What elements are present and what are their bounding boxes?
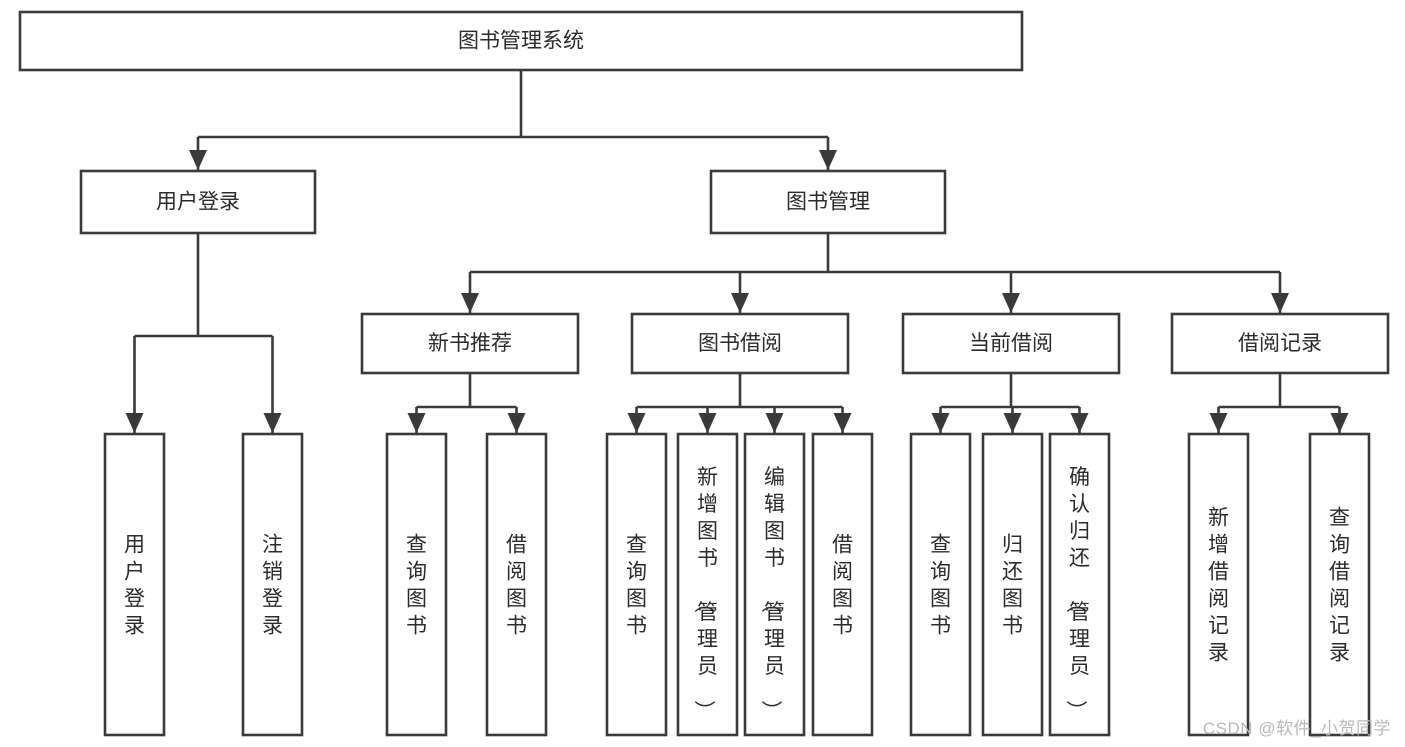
node-leaf-新增借阅记录-11[interactable]: 新增借阅记录 (1187, 432, 1250, 737)
arrow-to-用户登录 (189, 150, 207, 170)
node-leaf-确认归还管理员-10-label: 确认归还（管理员） (1064, 466, 1090, 721)
node-l3-借阅记录[interactable]: 借阅记录 (1170, 312, 1390, 375)
node-l2-用户登录[interactable]: 用户登录 (79, 169, 317, 235)
node-leaf-确认归还管理员-10-rect[interactable] (1048, 432, 1111, 737)
node-l3-新书推荐-rect[interactable] (360, 312, 580, 375)
node-l2-用户登录-rect[interactable] (79, 169, 317, 235)
node-leaf-借阅图书-3-label: 借阅图书 (506, 534, 527, 638)
node-l2-图书管理-label: 图书管理 (786, 191, 870, 214)
arrow-to-图书借阅 (731, 293, 749, 313)
node-leaf-查询借阅记录-12[interactable]: 查询借阅记录 (1308, 432, 1371, 737)
node-leaf-注销登录-1-label: 注销登录 (262, 534, 283, 638)
arrow-to-借阅记录 (1271, 293, 1289, 313)
node-leaf-查询图书-4-label: 查询图书 (626, 534, 647, 638)
node-leaf-编辑图书管理员-6-rect[interactable] (743, 432, 806, 737)
node-leaf-新增图书管理员-5-rect[interactable] (676, 432, 739, 737)
node-l3-图书借阅[interactable]: 图书借阅 (630, 312, 850, 375)
connector-layer (125, 70, 1349, 433)
node-leaf-借阅图书-7-rect[interactable] (811, 432, 874, 737)
node-leaf-用户登录-0[interactable]: 用户登录 (103, 432, 166, 737)
node-leaf-借阅图书-3[interactable]: 借阅图书 (485, 432, 548, 737)
arrow-to-当前借阅 (1002, 293, 1020, 313)
arrow-leaf-新增借阅记录-0 (1209, 413, 1228, 433)
node-l3-借阅记录-label: 借阅记录 (1238, 332, 1322, 355)
node-leaf-查询图书-8-label: 查询图书 (930, 534, 951, 638)
node-leaf-新增图书管理员-5-label: 新增图书（管理员） (692, 466, 718, 721)
arrow-leaf-归还图书-1 (1003, 413, 1022, 433)
node-leaf-归还图书-9-rect[interactable] (981, 432, 1044, 737)
node-leaf-新增借阅记录-11-label: 新增借阅记录 (1208, 507, 1229, 665)
node-layer: 图书管理系统用户登录图书管理新书推荐图书借阅当前借阅借阅记录用户登录注销登录查询… (18, 10, 1390, 737)
node-leaf-注销登录-1-rect[interactable] (241, 432, 304, 737)
node-leaf-查询图书-8[interactable]: 查询图书 (909, 432, 972, 737)
node-leaf-查询图书-2-label: 查询图书 (406, 534, 427, 638)
node-leaf-新增借阅记录-11-rect[interactable] (1187, 432, 1250, 737)
node-leaf-借阅图书-3-rect[interactable] (485, 432, 548, 737)
arrow-to-新书推荐 (461, 293, 479, 313)
node-l3-当前借阅-rect[interactable] (901, 312, 1121, 375)
node-leaf-编辑图书管理员-6-label: 编辑图书（管理员） (759, 466, 785, 721)
node-leaf-归还图书-9-label: 归还图书 (1002, 534, 1023, 638)
node-l3-借阅记录-rect[interactable] (1170, 312, 1390, 375)
node-root-图书管理系统[interactable]: 图书管理系统 (18, 10, 1024, 72)
node-l3-新书推荐[interactable]: 新书推荐 (360, 312, 580, 375)
node-leaf-新增图书管理员-5[interactable]: 新增图书（管理员） (676, 432, 739, 737)
node-l3-新书推荐-label: 新书推荐 (428, 332, 512, 355)
arrow-leaf-借阅图书-3 (833, 413, 852, 433)
node-root-图书管理系统-label: 图书管理系统 (458, 30, 584, 53)
node-leaf-查询图书-2-rect[interactable] (385, 432, 448, 737)
arrow-leaf-注销登录-1 (263, 413, 282, 433)
node-leaf-确认归还管理员-10[interactable]: 确认归还（管理员） (1048, 432, 1111, 737)
node-leaf-注销登录-1[interactable]: 注销登录 (241, 432, 304, 737)
node-leaf-借阅图书-7[interactable]: 借阅图书 (811, 432, 874, 737)
node-leaf-用户登录-0-label: 用户登录 (124, 534, 145, 638)
node-leaf-用户登录-0-rect[interactable] (103, 432, 166, 737)
node-l3-图书借阅-label: 图书借阅 (698, 332, 782, 355)
arrow-leaf-查询借阅记录-1 (1330, 413, 1349, 433)
arrow-leaf-确认归还管理员-2 (1070, 413, 1089, 433)
arrow-leaf-查询图书-0 (407, 413, 426, 433)
arrow-leaf-借阅图书-1 (507, 413, 526, 433)
arrow-leaf-编辑图书管理员-2 (765, 413, 784, 433)
arrow-leaf-用户登录-0 (125, 413, 144, 433)
node-leaf-查询借阅记录-12-label: 查询借阅记录 (1329, 507, 1350, 665)
node-leaf-借阅图书-7-label: 借阅图书 (832, 534, 853, 638)
node-leaf-查询图书-8-rect[interactable] (909, 432, 972, 737)
node-l2-图书管理-rect[interactable] (709, 169, 947, 235)
node-leaf-查询图书-4[interactable]: 查询图书 (605, 432, 668, 737)
node-leaf-归还图书-9[interactable]: 归还图书 (981, 432, 1044, 737)
node-leaf-查询图书-4-rect[interactable] (605, 432, 668, 737)
node-leaf-查询图书-2[interactable]: 查询图书 (385, 432, 448, 737)
node-leaf-编辑图书管理员-6[interactable]: 编辑图书（管理员） (743, 432, 806, 737)
node-l3-当前借阅-label: 当前借阅 (969, 332, 1053, 355)
arrow-leaf-查询图书-0 (627, 413, 646, 433)
node-l2-图书管理[interactable]: 图书管理 (709, 169, 947, 235)
arrow-leaf-新增图书管理员-1 (698, 413, 717, 433)
node-leaf-查询借阅记录-12-rect[interactable] (1308, 432, 1371, 737)
arrow-leaf-查询图书-0 (931, 413, 950, 433)
node-l2-用户登录-label: 用户登录 (156, 191, 240, 214)
node-root-图书管理系统-rect[interactable] (18, 10, 1024, 72)
arrow-to-图书管理 (819, 150, 837, 170)
node-l3-当前借阅[interactable]: 当前借阅 (901, 312, 1121, 375)
node-l3-图书借阅-rect[interactable] (630, 312, 850, 375)
